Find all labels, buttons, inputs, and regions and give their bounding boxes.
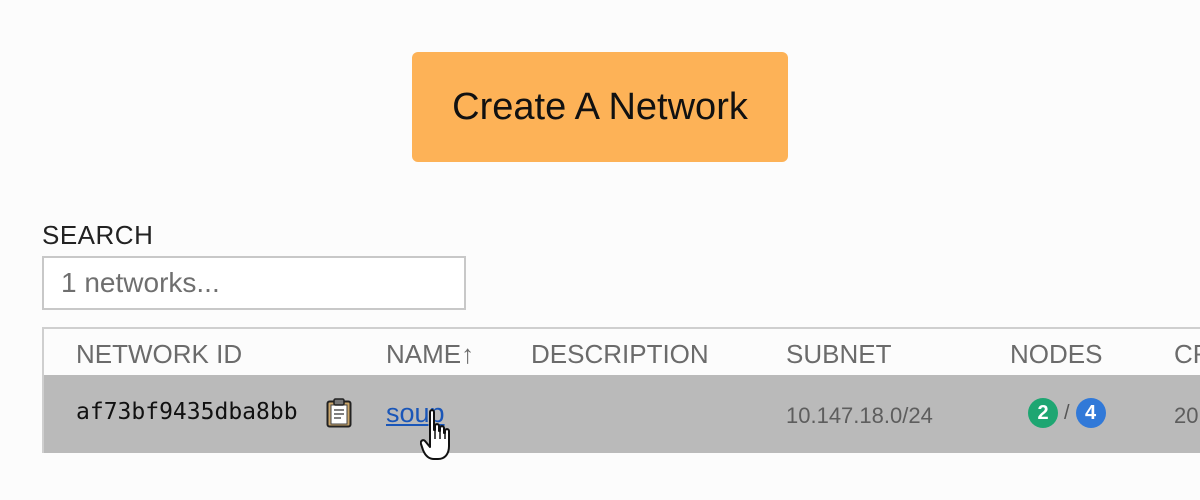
search-label: SEARCH [42, 220, 154, 250]
network-id-cell: af73bf9435dba8bb [76, 399, 298, 425]
create-network-button[interactable]: Create A Network [412, 52, 788, 162]
header-description[interactable]: DESCRIPTION [531, 339, 709, 369]
header-name[interactable]: NAME↑ [386, 339, 475, 369]
header-nodes[interactable]: NODES [1010, 339, 1103, 369]
created-cell: 20 [1174, 403, 1199, 428]
networks-table: NETWORK ID NAME↑ DESCRIPTION SUBNET NODE… [42, 327, 1200, 453]
subnet-cell: 10.147.18.0/24 [786, 403, 933, 428]
header-created[interactable]: CR [1174, 339, 1200, 369]
header-network-id[interactable]: NETWORK ID [76, 339, 243, 369]
nodes-cell: 2 /4 [1028, 398, 1106, 428]
nodes-separator: / [1064, 401, 1070, 424]
nodes-total-badge: 4 [1075, 398, 1106, 428]
table-row[interactable]: af73bf9435dba8bb soup 10.147.18.0/24 2 /4… [44, 375, 1200, 453]
table-header: NETWORK ID NAME↑ DESCRIPTION SUBNET NODE… [44, 329, 1200, 375]
nodes-online-badge: 2 [1028, 398, 1058, 428]
clipboard-icon[interactable] [326, 398, 352, 428]
search-input[interactable] [42, 256, 466, 310]
header-subnet[interactable]: SUBNET [786, 339, 892, 369]
network-name-link[interactable]: soup [386, 398, 445, 428]
